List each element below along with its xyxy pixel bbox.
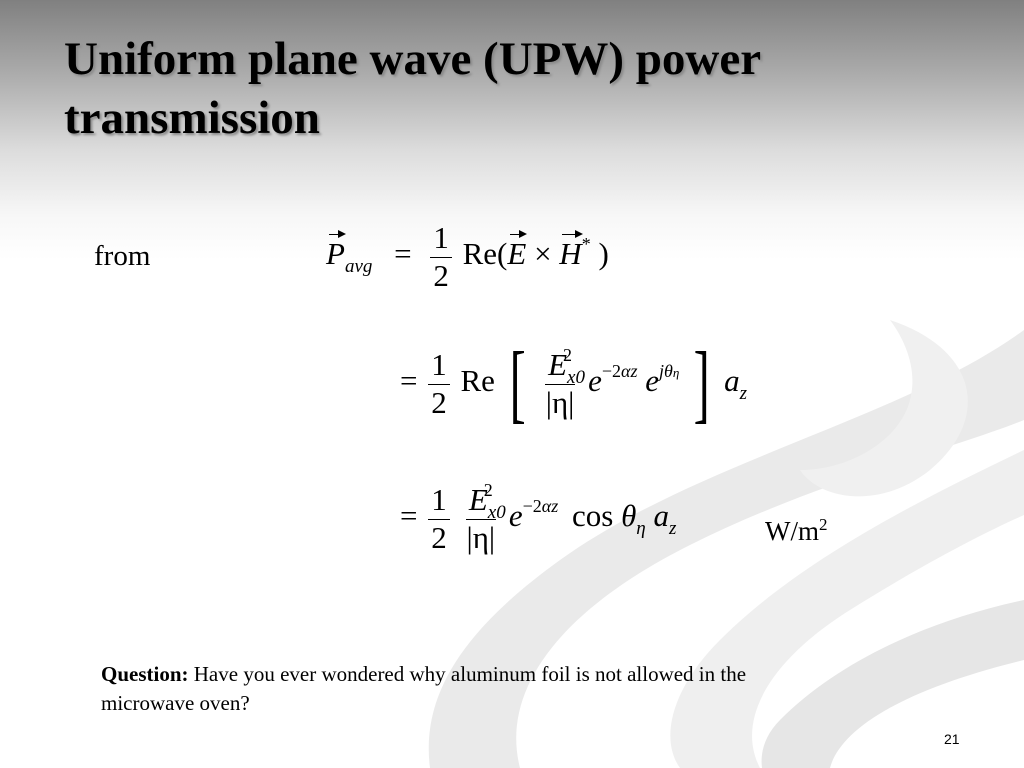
slide-title: Uniform plane wave (UPW) power transmiss… (64, 30, 964, 148)
unit-vector-symbol: a (653, 498, 669, 534)
theta-subscript: η (636, 518, 646, 540)
question-text: Question: Have you ever wondered why alu… (101, 660, 841, 718)
question-label: Question: (101, 662, 189, 686)
e-subscript: x0 (487, 502, 506, 523)
equation-power-expanded: = 1 2 Re [ Ex02 |η| e−2αz ejθη ] az (400, 340, 747, 428)
unit-vector-subscript: z (739, 383, 748, 405)
exponent-2: jθη (659, 361, 679, 381)
right-bracket: ] (693, 335, 710, 432)
fraction-denominator-eta: |η| (545, 384, 575, 420)
exp-base-1: e (588, 363, 602, 399)
fraction-numerator: 1 (428, 348, 450, 385)
exponent-1: −2αz (602, 361, 638, 381)
fraction-denominator: 2 (431, 519, 447, 555)
page-number: 21 (944, 731, 960, 747)
fraction-denominator: 2 (433, 257, 449, 293)
fraction-one-half: 1 2 (428, 483, 450, 555)
from-label: from (94, 240, 151, 272)
conjugate-star: * (581, 234, 591, 255)
fraction-e-over-eta: Ex02 |η| (543, 346, 585, 420)
e-vector-symbol: E (507, 230, 528, 272)
exponent-1-coef: −2 (601, 361, 622, 382)
left-bracket: [ (509, 335, 526, 432)
fraction-denominator-eta: |η| (466, 519, 496, 555)
unit-vector-symbol: a (724, 363, 740, 399)
exponent-var: αz (541, 496, 559, 517)
equals-sign: = (400, 363, 418, 399)
exponent-coef: −2 (522, 496, 542, 517)
title-line-1: Uniform plane wave (UPW) power (64, 33, 762, 85)
fraction-one-half: 1 2 (428, 348, 450, 420)
equation-power-average: Pavg = 1 2 Re(E × H* ) (326, 221, 609, 293)
fraction-e-over-eta: Ex02 |η| (463, 481, 506, 555)
units-exponent: 2 (819, 515, 828, 534)
fraction-denominator: 2 (431, 384, 447, 420)
exp-base-2: e (645, 363, 659, 399)
close-paren: ) (598, 236, 609, 272)
cos-function: cos (571, 498, 614, 534)
question-body: Have you ever wondered why aluminum foil… (101, 662, 747, 715)
fraction-numerator-e: Ex02 (545, 346, 585, 387)
fraction-numerator-e: Ex02 (465, 481, 506, 522)
p-subscript: avg (344, 256, 373, 278)
theta-symbol: θ (621, 498, 637, 534)
e-field-symbol: E (468, 482, 488, 517)
e-superscript: 2 (483, 480, 493, 500)
exponent-2-sub: η (672, 365, 680, 381)
title-line-2: transmission (64, 92, 320, 144)
exp-base: e (508, 498, 523, 534)
p-vector-symbol: P (326, 230, 346, 272)
fraction-one-half: 1 2 (430, 221, 452, 293)
h-vector-symbol: H (559, 230, 584, 272)
exponent-1-var: αz (621, 361, 638, 382)
equation-power-final: = 1 2 Ex02 |η| e−2αz cos θη az (400, 481, 677, 555)
unit-vector-subscript: z (668, 518, 677, 540)
exponent: −2αz (523, 496, 559, 516)
cross-symbol: × (534, 236, 552, 272)
exponent-2-var: jθ (659, 361, 673, 382)
re-open: Re( (462, 236, 508, 272)
e-field-symbol: E (548, 346, 568, 382)
e-superscript: 2 (562, 344, 572, 365)
e-subscript: x0 (567, 366, 585, 388)
power-density-units: W/m2 (765, 515, 828, 547)
equals-sign: = (400, 498, 418, 534)
equals-sign: = (394, 236, 412, 272)
fraction-numerator: 1 (430, 221, 452, 258)
re-operator: Re (460, 363, 495, 399)
units-base: W/m (765, 516, 819, 546)
fraction-numerator: 1 (428, 483, 450, 520)
